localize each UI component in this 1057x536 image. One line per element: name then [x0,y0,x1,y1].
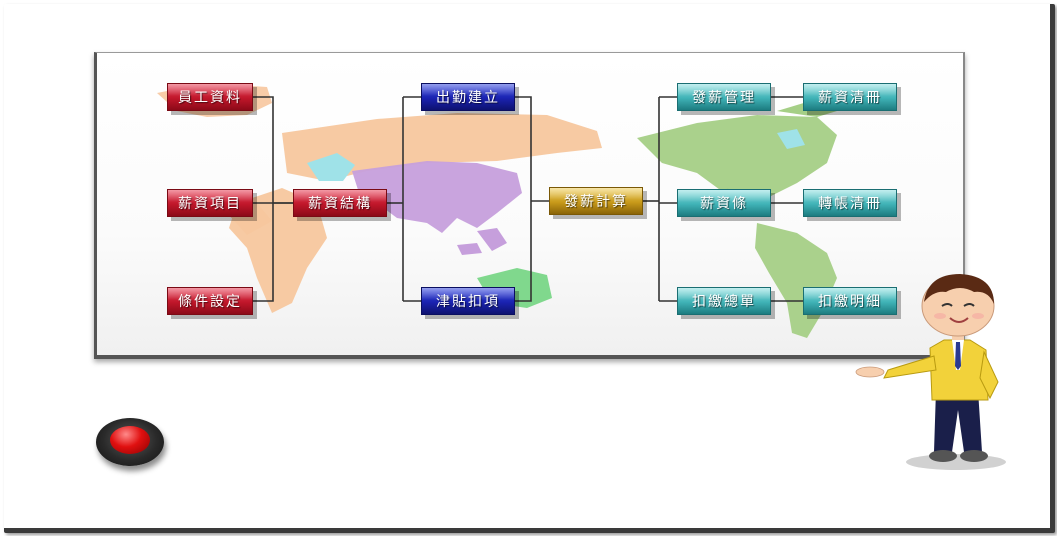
node-attendance-setup[interactable]: 出勤建立 [421,83,515,111]
node-withholding-detail[interactable]: 扣繳明細 [803,287,897,315]
node-payroll-calc[interactable]: 發薪計算 [549,187,643,215]
node-salary-list[interactable]: 薪資清冊 [803,83,897,111]
node-salary-structure[interactable]: 薪資結構 [293,189,387,217]
node-condition-setting[interactable]: 條件設定 [167,287,253,315]
presenter-character-icon [855,274,1006,470]
whiteboard: 員工資料 薪資項目 條件設定 薪資結構 出勤建立 津貼扣項 發薪計算 發薪管理 … [94,52,965,359]
red-round-button-icon[interactable] [96,418,164,466]
node-withholding-report[interactable]: 扣繳總單 [677,287,771,315]
node-allowance-deduction[interactable]: 津貼扣項 [421,287,515,315]
node-transfer-list[interactable]: 轉帳清冊 [803,189,897,217]
button-cap [110,426,150,454]
node-payroll-mgmt[interactable]: 發薪管理 [677,83,771,111]
node-employee-data[interactable]: 員工資料 [167,83,253,111]
node-salary-sheet[interactable]: 薪資條 [677,189,771,217]
node-salary-items[interactable]: 薪資項目 [167,189,253,217]
